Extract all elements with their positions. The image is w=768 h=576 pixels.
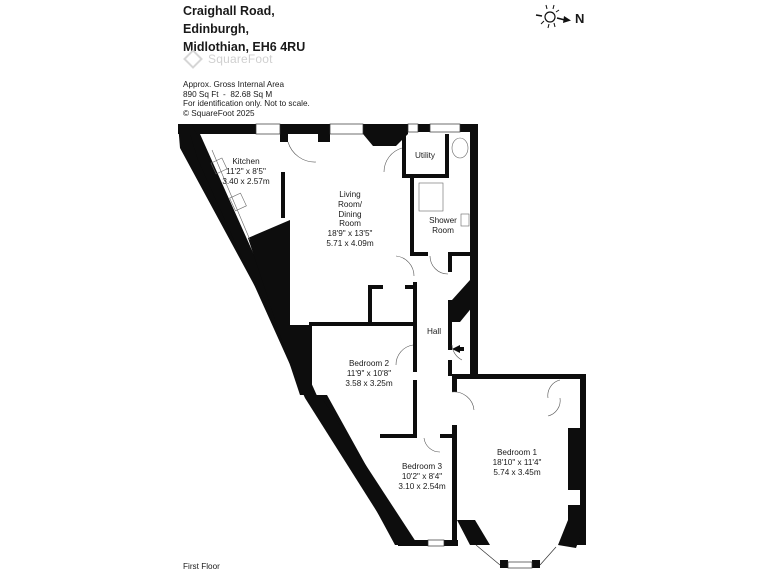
kitchen-sink-icon (210, 157, 228, 175)
area-value: 890 Sq Ft - 82.68 Sq M (183, 89, 273, 99)
shower-tray-icon (418, 182, 444, 212)
sun-icon (535, 4, 571, 29)
logo-text: SquareFoot (208, 52, 273, 66)
room-hall: Hall (426, 327, 442, 336)
squarefoot-logo: SquareFoot (183, 49, 273, 69)
hob-icon (229, 192, 247, 212)
compass: N (535, 3, 595, 33)
toilet-icon (451, 137, 469, 159)
fixtures (210, 137, 470, 241)
doors (287, 141, 561, 453)
area-title: Approx. Gross Internal Area (183, 80, 285, 89)
floor-label: First Floor (183, 562, 220, 571)
room-utility: Utility (414, 151, 436, 160)
disclaimer: For identification only. Not to scale. (183, 99, 310, 109)
arrow-right-icon (556, 16, 571, 23)
address-line-3: Midlothian, EH6 4RU (183, 40, 306, 54)
windows (255, 123, 557, 569)
area-info: Approx. Gross Internal Area 890 Sq Ft - … (183, 80, 310, 118)
walls (178, 124, 586, 568)
address-line-2: Edinburgh, (183, 22, 249, 36)
address-line-1: Craighall Road, (183, 4, 275, 18)
property-address: Craighall Road, Edinburgh, Midlothian, E… (183, 2, 305, 56)
sink-icon (460, 213, 470, 227)
copyright: © SquareFoot 2025 (183, 108, 255, 118)
north-label: N (575, 11, 585, 26)
